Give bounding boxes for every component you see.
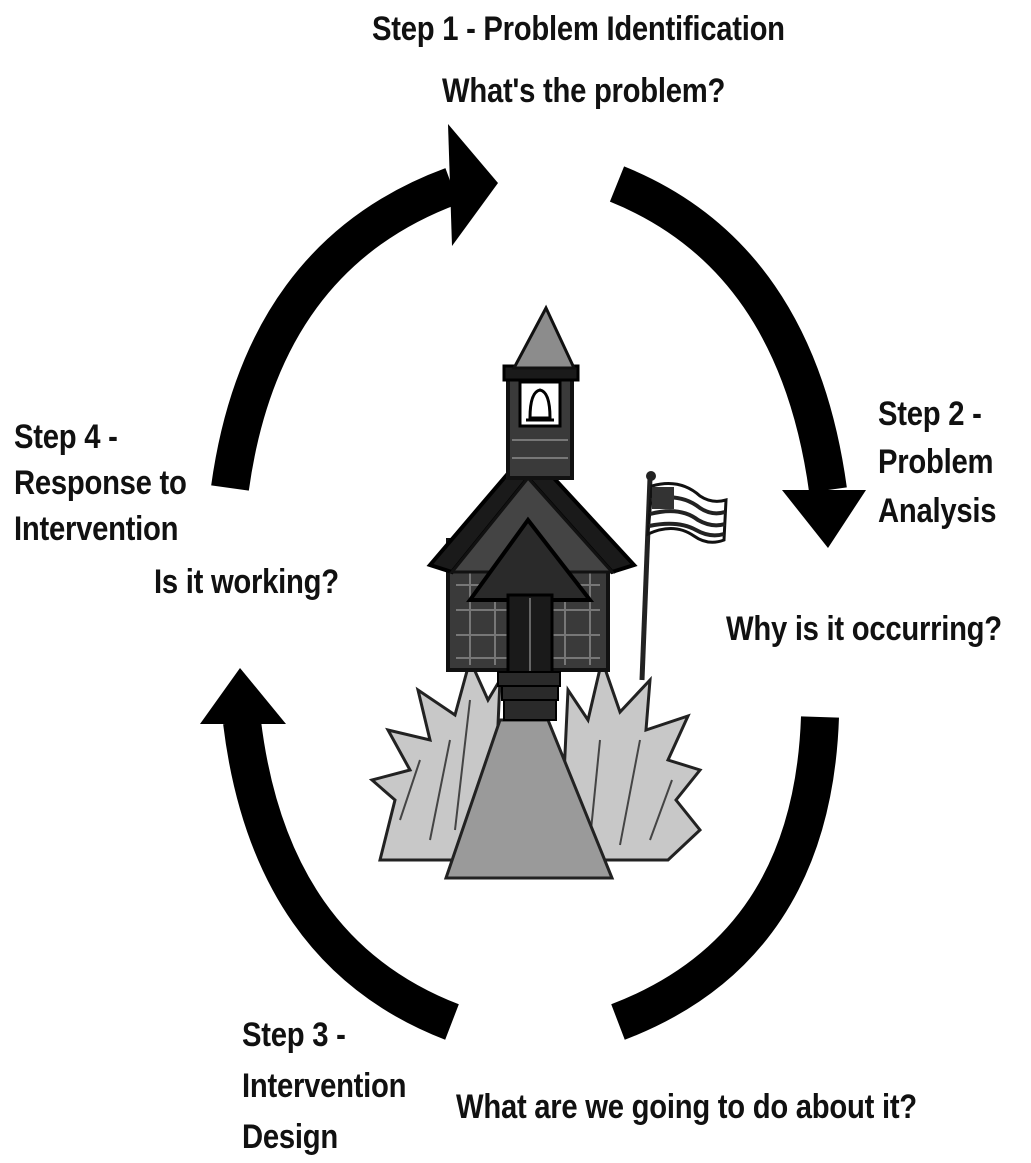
arrow-step4-to-step1 [211,124,498,491]
step4-question: Is it working? [154,563,339,601]
arrow-step2-to-step3 [611,716,839,1040]
step1-title-line: Step 1 - Problem Identification [372,10,785,48]
step3-title: Step 3 - Intervention Design [242,1010,407,1163]
step3-title-line: Step 3 - [242,1016,346,1054]
bell-icon [528,388,552,420]
step2-title-line: Step 2 - [878,395,982,433]
step4-title-line: Step 4 - [14,418,118,456]
bush-right-icon [558,654,703,862]
arrow-step1-to-step2 [609,166,866,548]
step3-title-line: Design [242,1118,338,1156]
step3-title-line: Intervention [242,1067,407,1105]
step2-title-line: Analysis [878,491,997,530]
step4-title: Step 4 - Response to Intervention [14,414,187,553]
flag-icon [646,482,728,544]
step3-question: What are we going to do about it? [456,1088,917,1126]
spire-icon [511,304,577,370]
step4-title-line: Intervention [14,510,179,549]
step1-question: What's the problem? [442,72,726,110]
step2-title: Step 2 - Problem Analysis [878,390,996,535]
schoolhouse-with-flag-icon [368,304,728,880]
step4-title-line: Response to [14,464,187,503]
step2-title-line: Problem [878,443,994,482]
step2-question: Why is it occurring? [726,610,1002,648]
arrow-step3-to-step4 [200,668,459,1040]
step1-title: Step 1 - Problem Identification [372,10,785,48]
